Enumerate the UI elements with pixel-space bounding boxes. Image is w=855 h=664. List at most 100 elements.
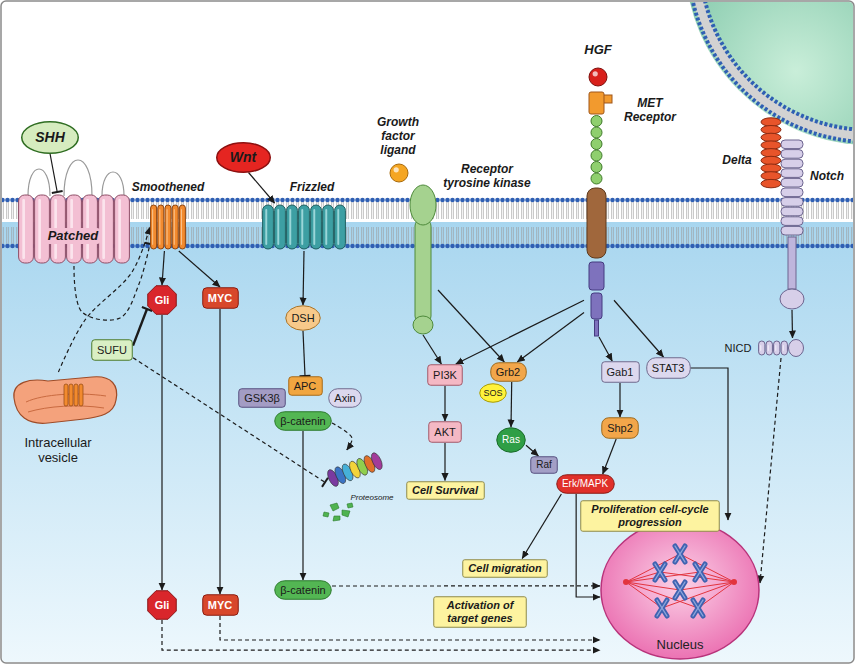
- membrane-receptor: Smoothened: [150, 203, 186, 251]
- transcription-factor: Gli: [147, 285, 177, 315]
- signal-protein: PI3K: [427, 364, 463, 386]
- ligand-protein-shape: [760, 118, 782, 188]
- patched-loop: [28, 169, 50, 196]
- vesicle-receptor: [69, 384, 73, 406]
- spindle-fiber: [626, 554, 680, 582]
- egf-repeat: [781, 198, 803, 207]
- activation-arrow: [526, 445, 538, 456]
- receptor-label: Growth factor ligand: [372, 115, 424, 157]
- activation-arrow: [162, 251, 164, 285]
- ligand-ball-shape: [588, 67, 608, 87]
- helix-cylinder: [172, 205, 178, 249]
- outcome-box: Cell Survival: [406, 481, 485, 500]
- neighbour-cell: [685, 2, 853, 145]
- chromosome-highlight: [675, 582, 685, 598]
- helix-cylinder-highlight: [159, 209, 160, 245]
- signal-protein-shape: [758, 338, 804, 358]
- chromosome: [675, 546, 685, 562]
- egf-repeat: [761, 164, 781, 172]
- neighbour-membrane-heads: [700, 2, 853, 130]
- ligand-ball: Growth factor ligand: [389, 163, 409, 183]
- signal-protein: GSK3β: [238, 388, 286, 408]
- domain-cylinder-highlight: [760, 345, 761, 351]
- helix-cylinder: [335, 205, 346, 249]
- nucleus-envelope: [601, 521, 759, 659]
- spindle-pole: [623, 579, 629, 585]
- chromosome-highlight: [693, 600, 703, 616]
- chromosome-highlight: [695, 564, 705, 580]
- transcription-factor-outline: [148, 286, 177, 315]
- node-label: PI3K: [433, 369, 457, 382]
- ig-bead: [591, 173, 602, 184]
- membrane-receptor-shape: [408, 185, 438, 335]
- intracellular-domain: [780, 289, 804, 309]
- egf-repeat: [781, 150, 803, 159]
- activation-arrow: [791, 310, 793, 338]
- signal-protein-outline: [428, 365, 463, 386]
- ligand-ball-shape: [389, 163, 409, 183]
- domain-cylinder: [774, 341, 780, 355]
- domain-cylinder: [766, 341, 772, 355]
- transcription-factor: MYC: [202, 594, 239, 616]
- receptor-body: [415, 219, 431, 323]
- helix-cylinder-highlight: [301, 209, 303, 245]
- receptor-label: MET Receptor: [619, 96, 681, 124]
- activation-arrow: [522, 494, 561, 559]
- ig-bead: [591, 116, 602, 127]
- activation-arrow: [423, 335, 441, 364]
- ligand-protein: Delta: [760, 118, 782, 188]
- helix-cylinder-highlight: [38, 199, 41, 259]
- fragment: [347, 503, 353, 508]
- node-label: SOS: [483, 388, 502, 399]
- signal-protein-outline: [646, 358, 690, 379]
- outcome-box-outline: [463, 559, 548, 577]
- node-label: SHH: [35, 129, 65, 146]
- helix-cylinder: [275, 205, 286, 249]
- helix-cylinder: [287, 205, 298, 249]
- membrane-receptor-shape: [779, 140, 805, 310]
- signal-protein-outline: [288, 377, 322, 396]
- signal-protein: Ras: [496, 427, 526, 453]
- receptor-domain: [410, 185, 436, 225]
- helix-cylinder: [115, 195, 130, 263]
- membrane-receptor: Patched: [18, 192, 130, 266]
- signal-protein: DSH: [285, 305, 321, 331]
- outcome-box: Activation of target genes: [433, 596, 527, 628]
- helix-cylinder: [323, 205, 334, 249]
- vesicle-membrane: [14, 377, 117, 424]
- ig-bead: [591, 139, 602, 150]
- ligand-highlight: [593, 71, 598, 76]
- node-label: Cell Survival: [412, 484, 478, 497]
- signal-protein-outline: [92, 340, 133, 361]
- signal-protein: Shp2: [601, 417, 639, 439]
- activation-arrow: [179, 251, 220, 287]
- transcription-factor-outline: [202, 288, 238, 309]
- signal-protein: Gab1: [601, 361, 640, 383]
- protein-fragments: [323, 503, 353, 521]
- signal-protein: APC: [288, 376, 323, 396]
- vesicle-receptor: [79, 384, 83, 406]
- helix-cylinder-highlight: [277, 209, 279, 245]
- receptor-domain: [589, 92, 604, 114]
- ligand-sphere: [589, 68, 607, 86]
- signal-protein-outline: [275, 581, 332, 600]
- domain-cylinder-highlight: [775, 345, 776, 351]
- helix-cylinder: [151, 205, 157, 249]
- domain-cylinder: [781, 341, 787, 355]
- signal-protein-outline: [556, 475, 614, 494]
- activation-arrow: [332, 585, 600, 586]
- transcription-factor-outline: [148, 591, 177, 620]
- vesicle-receptor: [64, 384, 68, 406]
- receptor-label: Proteosome: [350, 493, 393, 502]
- spindle-fiber: [680, 554, 734, 582]
- ligand-sphere: [390, 164, 408, 182]
- node-label: Ras: [502, 434, 520, 446]
- activation-arrow: [510, 382, 512, 427]
- signal-protein-outline: [602, 418, 639, 439]
- ligand-oval: SHH: [21, 121, 79, 154]
- proteasome-ring: [369, 451, 384, 471]
- helix-cylinder-highlight: [152, 209, 153, 245]
